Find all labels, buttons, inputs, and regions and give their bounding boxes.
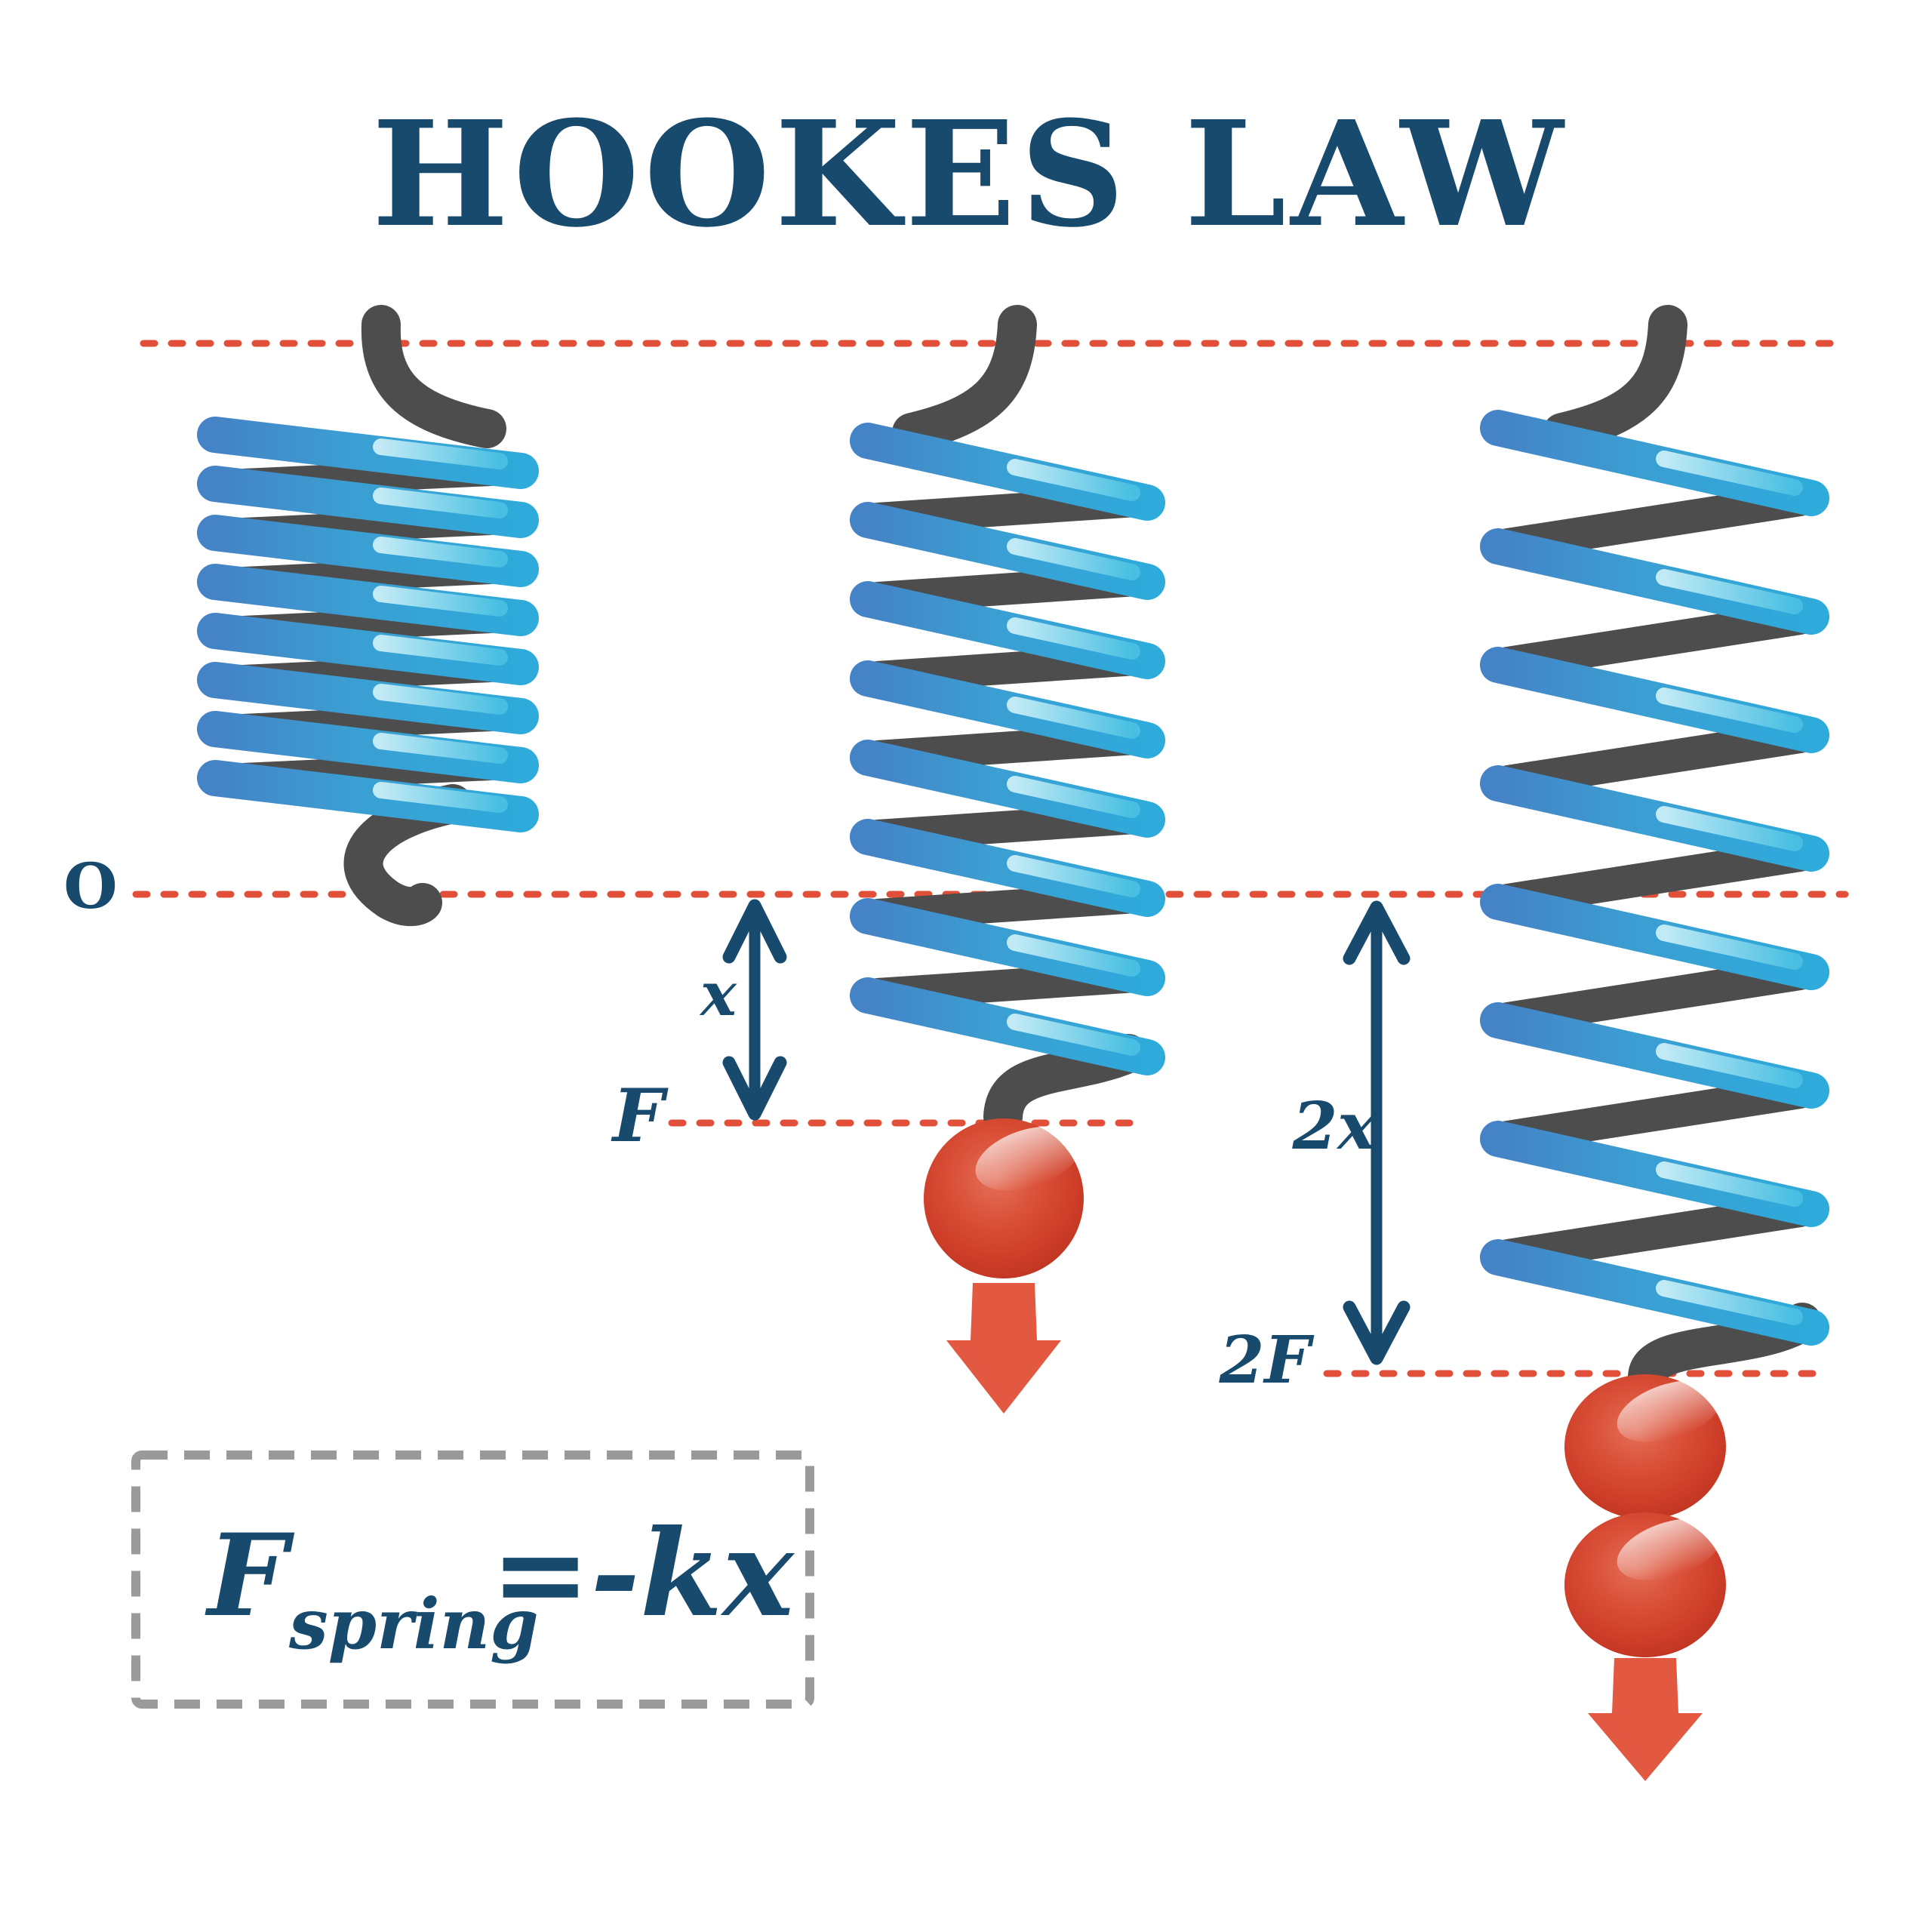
spring-hook-top xyxy=(892,305,1037,452)
displacement-arrow-2x xyxy=(1343,900,1411,1365)
formula-text: F spring =-kx xyxy=(205,1504,795,1665)
force-f-label: F xyxy=(611,1073,669,1158)
spring-hook-bottom xyxy=(343,784,472,927)
formula-subscript: spring xyxy=(288,1583,539,1665)
arrowhead-down-icon xyxy=(1343,1300,1411,1365)
ball-gloss xyxy=(975,1126,1081,1191)
spring-hook-top xyxy=(1543,305,1687,452)
arrowhead-up-icon xyxy=(722,899,787,964)
force-arrow-icon xyxy=(1588,1658,1703,1781)
page-title: HOOKES LAW xyxy=(372,90,1568,260)
spring-stretched-x xyxy=(868,305,1147,1414)
arrowhead-down-icon xyxy=(722,1056,787,1121)
arrowhead-up-icon xyxy=(1343,900,1411,965)
origin-label: O xyxy=(63,851,117,923)
formula-variable: F xyxy=(205,1509,295,1642)
force-2f-label: 2F xyxy=(1219,1322,1315,1398)
displacement-x-label: x xyxy=(699,958,737,1029)
formula-box xyxy=(131,1451,814,1709)
displacement-2x-label: 2x xyxy=(1291,1088,1377,1164)
ball-gloss xyxy=(1617,1518,1722,1580)
ball-gloss xyxy=(1617,1380,1722,1442)
formula-expression: =-kx xyxy=(491,1504,795,1644)
spring-relaxed xyxy=(215,305,521,927)
spring-stretched-2x xyxy=(1498,305,1811,1781)
spring-hook-top xyxy=(361,305,506,448)
force-arrow-icon xyxy=(946,1283,1061,1414)
displacement-arrow-x xyxy=(722,899,787,1121)
